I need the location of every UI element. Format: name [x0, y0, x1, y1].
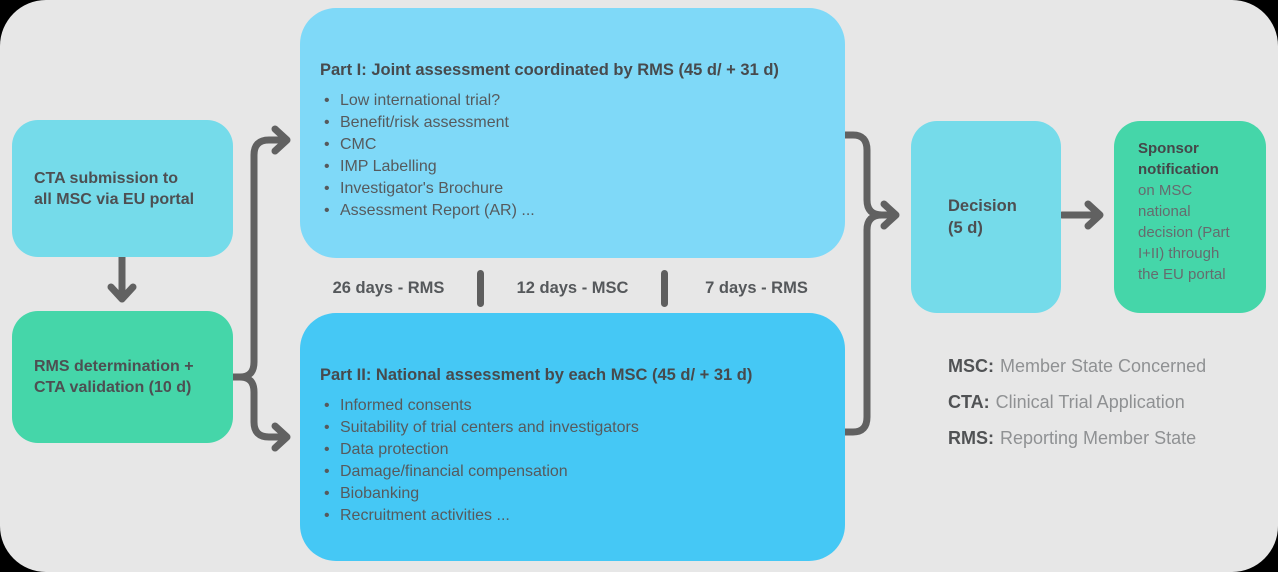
part1-bullet: Assessment Report (AR) ...	[320, 200, 821, 222]
timeline-segment-rms-26d: 26 days - RMS	[332, 278, 445, 297]
timeline-divider-bar	[661, 269, 668, 307]
part1-bullet: IMP Labelling	[320, 156, 821, 178]
decision-box: Decision (5 d)	[911, 121, 1061, 313]
sponsor-notification-title: Sponsor notification	[1138, 140, 1219, 178]
part1-title: Part I: Joint assessment coordinated by …	[320, 61, 779, 79]
rms-determination-label: RMS determination + CTA validation (10 d…	[34, 358, 194, 396]
part1-bullet: CMC	[320, 134, 821, 156]
connector-fork-to-part1	[229, 125, 291, 381]
part2-title: Part II: National assessment by each MSC…	[320, 366, 753, 384]
cta-submission-label: CTA submission to all MSC via EU portal	[34, 169, 195, 208]
legend-definition: Member State Concerned	[1000, 356, 1207, 376]
part1-bullet-list: Low international trial? Benefit/risk as…	[320, 90, 821, 222]
sponsor-notification-detail: on MSC national decision (Part I+II) thr…	[1138, 182, 1230, 283]
part2-bullet: Suitability of trial centers and investi…	[320, 417, 821, 439]
part2-bullet: Data protection	[320, 439, 821, 461]
part2-bullet: Recruitment activities ...	[320, 505, 821, 527]
cta-submission-box: CTA submission to all MSC via EU portal	[12, 120, 233, 257]
connector-fork-to-part2	[229, 373, 291, 452]
part2-assessment-box: Part II: National assessment by each MSC…	[300, 313, 845, 561]
legend-term: RMS:	[948, 428, 994, 448]
rms-determination-box: RMS determination + CTA validation (10 d…	[12, 311, 233, 443]
arrow-cta-to-rms	[107, 253, 137, 303]
part1-bullet: Benefit/risk assessment	[320, 112, 821, 134]
legend-term: CTA:	[948, 392, 990, 412]
legend-definition: Clinical Trial Application	[995, 392, 1185, 412]
legend-item-rms: RMS: Reporting Member State	[948, 428, 1206, 448]
connector-part2-to-decision	[841, 200, 900, 436]
timeline-row: 26 days - RMS 12 days - MSC 7 days - RMS	[300, 268, 845, 308]
part2-bullet: Biobanking	[320, 483, 821, 505]
part1-assessment-box: Part I: Joint assessment coordinated by …	[300, 8, 845, 258]
sponsor-notification-box: Sponsor notification on MSC national dec…	[1114, 121, 1266, 313]
legend-definition: Reporting Member State	[1000, 428, 1197, 448]
part2-bullet: Informed consents	[320, 395, 821, 417]
timeline-divider-bar	[477, 269, 484, 307]
legend-item-msc: MSC: Member State Concerned	[948, 356, 1206, 376]
legend-item-cta: CTA:Clinical Trial Application	[948, 392, 1206, 412]
timeline-segment-rms-7d: 7 days - RMS	[705, 278, 808, 297]
part1-bullet: Investigator's Brochure	[320, 178, 821, 200]
timeline-segment-msc-12d: 12 days - MSC	[516, 278, 629, 297]
part1-bullet: Low international trial?	[320, 90, 821, 112]
part2-bullet-list: Informed consents Suitability of trial c…	[320, 395, 821, 527]
legend-term: MSC:	[948, 356, 994, 376]
arrow-decision-to-sponsor	[1058, 200, 1104, 230]
decision-label: Decision (5 d)	[948, 197, 1017, 237]
abbreviation-legend: MSC: Member State Concerned CTA:Clinical …	[948, 356, 1206, 464]
part2-bullet: Damage/financial compensation	[320, 461, 821, 483]
